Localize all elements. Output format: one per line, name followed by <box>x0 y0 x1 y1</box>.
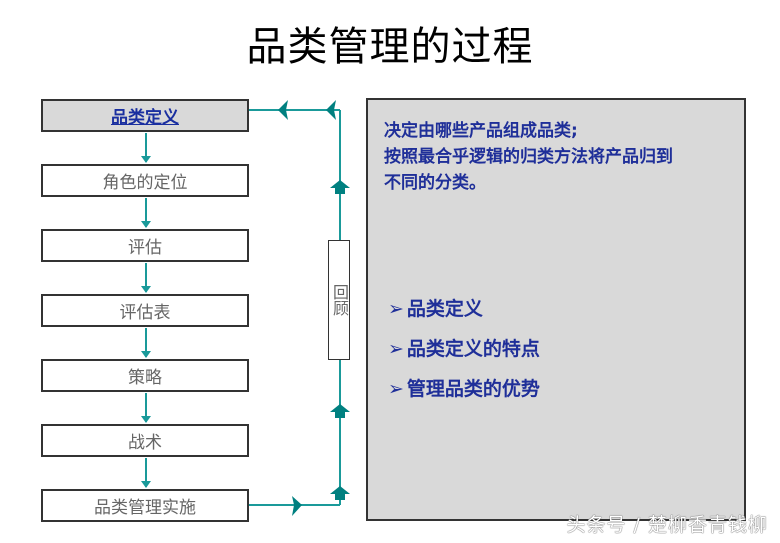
description-line: 按照最合乎逻辑的归类方法将产品归到 <box>384 147 673 167</box>
step-label: 角色的定位 <box>102 173 188 193</box>
bullet-text: 品类定义 <box>406 298 483 320</box>
left-arrow-icon <box>278 100 288 120</box>
review-label: 回顾 <box>330 284 349 316</box>
bullet-list: ➢ 品类定义 ➢ 品类定义的特点 ➢ 管理品类的优势 <box>388 296 540 416</box>
step-label: 策略 <box>128 368 162 388</box>
step-tactics[interactable]: 战术 <box>41 424 249 457</box>
down-arrow-icon <box>141 416 151 423</box>
step-category-definition[interactable]: 品类定义 <box>41 99 249 132</box>
bullet-item[interactable]: ➢ 管理品类的优势 <box>388 376 540 416</box>
step-label: 评估表 <box>119 303 171 323</box>
down-arrow-icon <box>141 156 151 163</box>
arrow-bullet-icon: ➢ <box>388 378 404 400</box>
page-title: 品类管理的过程 <box>246 24 534 70</box>
bullet-text: 管理品类的优势 <box>406 378 540 400</box>
up-arrow-icon <box>330 180 350 194</box>
bullet-text: 品类定义的特点 <box>406 338 540 360</box>
step-scorecard[interactable]: 评估表 <box>41 294 249 327</box>
right-arrow-icon <box>292 496 302 516</box>
arrow-bullet-icon: ➢ <box>388 298 404 320</box>
step-strategy[interactable]: 策略 <box>41 359 249 392</box>
watermark: 头条号 / 楚柳香青钱柳 <box>566 514 768 536</box>
step-label: 战术 <box>128 433 162 453</box>
down-arrow-icon <box>141 481 151 488</box>
bullet-item[interactable]: ➢ 品类定义 <box>388 296 540 336</box>
description: 决定由哪些产品组成品类; 按照最合乎逻辑的归类方法将产品归到 不同的分类。 <box>384 118 739 196</box>
down-arrow-icon <box>141 221 151 228</box>
detail-panel: 决定由哪些产品组成品类; 按照最合乎逻辑的归类方法将产品归到 不同的分类。 ➢ … <box>366 98 746 521</box>
step-role-positioning[interactable]: 角色的定位 <box>41 164 249 197</box>
bullet-item[interactable]: ➢ 品类定义的特点 <box>388 336 540 376</box>
review-box: 回顾 <box>328 240 350 360</box>
up-arrow-icon <box>330 486 350 500</box>
step-assessment[interactable]: 评估 <box>41 229 249 262</box>
description-line: 不同的分类。 <box>384 173 486 193</box>
up-arrow-icon <box>330 404 350 418</box>
left-arrow-icon <box>326 100 336 120</box>
down-arrow-icon <box>141 351 151 358</box>
step-label: 品类定义 <box>111 108 179 128</box>
step-label: 品类管理实施 <box>94 498 196 518</box>
step-implementation[interactable]: 品类管理实施 <box>41 489 249 522</box>
description-line: 决定由哪些产品组成品类; <box>384 121 578 141</box>
arrow-bullet-icon: ➢ <box>388 338 404 360</box>
down-arrow-icon <box>141 286 151 293</box>
step-label: 评估 <box>128 238 162 258</box>
